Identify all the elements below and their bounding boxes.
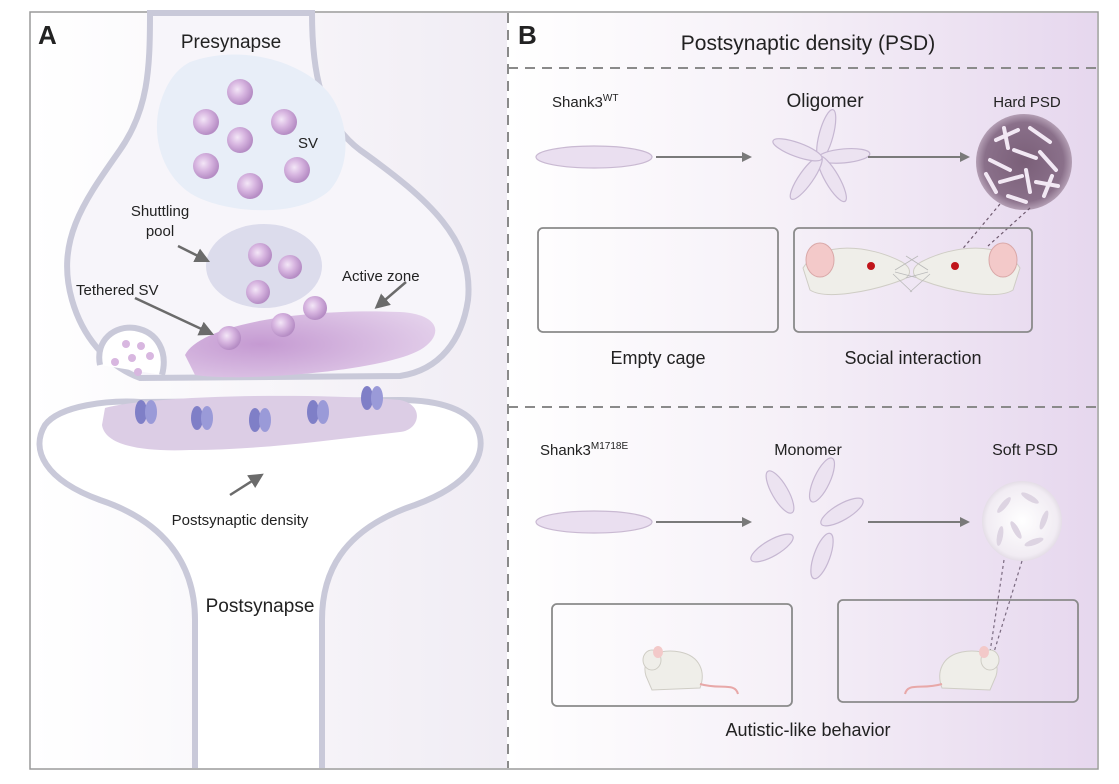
active-zone-shape xyxy=(185,311,436,378)
mouse-eye xyxy=(867,262,875,270)
panel-a: A Presynapse SV Shuttling pool Active zo… xyxy=(31,10,507,768)
vesicle xyxy=(246,280,270,304)
monomer-icon xyxy=(750,457,864,580)
oligomer-icon xyxy=(772,109,871,203)
vesicle xyxy=(193,153,219,179)
receptor-icon xyxy=(135,400,157,424)
receptor-icon xyxy=(191,406,213,430)
tethered-sv-label: Tethered SV xyxy=(76,282,159,299)
mutant-shank3-protein xyxy=(535,510,653,534)
mutant-cage-right xyxy=(837,599,1079,703)
tethered-vesicle xyxy=(217,326,241,350)
figure-frame xyxy=(29,11,1099,770)
mutant-genotype-label: Shank3M1718E xyxy=(540,441,628,459)
receptors xyxy=(135,386,383,432)
monomer-label: Monomer xyxy=(774,442,842,459)
wt-shank3-protein xyxy=(535,145,653,169)
released-neurotransmitter xyxy=(111,340,154,376)
autistic-like-behavior-label: Autistic-like behavior xyxy=(725,720,890,740)
hard-psd-label: Hard PSD xyxy=(993,94,1061,111)
tethered-sv-arrow xyxy=(134,296,215,336)
soft-psd-proteins xyxy=(996,492,1049,547)
wt-section: Shank3WT Oligomer Hard PSD xyxy=(535,91,1072,368)
psd-arrow xyxy=(229,473,264,497)
social-cage xyxy=(793,227,1033,333)
vesicle xyxy=(278,255,302,279)
vesicle xyxy=(193,109,219,135)
vesicle xyxy=(237,173,263,199)
active-zone-arrow xyxy=(374,281,407,309)
oligomer-label: Oligomer xyxy=(786,91,864,112)
panel-b-title: Postsynaptic density (PSD) xyxy=(681,32,935,55)
sv-label: SV xyxy=(298,135,318,152)
mutant-section: Shank3M1718E Monomer Soft PSD xyxy=(535,441,1079,740)
hard-psd-fibers xyxy=(984,126,1060,204)
empty-cage xyxy=(537,227,779,333)
zoom-line xyxy=(993,560,1023,653)
postsynapse-label: Postsynapse xyxy=(206,596,315,617)
vesicle xyxy=(227,127,253,153)
vesicle xyxy=(271,109,297,135)
vesicle xyxy=(284,157,310,183)
mutant-mouse-right-icon xyxy=(904,646,1000,695)
social-interaction-label: Social interaction xyxy=(844,348,981,368)
shuttling-pool-arrow xyxy=(177,244,211,263)
receptor-icon xyxy=(307,400,329,424)
mutant-cage-left xyxy=(551,603,793,707)
empty-cage-label: Empty cage xyxy=(610,348,705,368)
receptor-icon xyxy=(361,386,383,410)
shuttling-pool-label-line2: pool xyxy=(146,223,174,240)
active-zone-label: Active zone xyxy=(342,268,420,285)
soft-psd-label: Soft PSD xyxy=(992,442,1058,459)
wt-genotype-label: Shank3WT xyxy=(552,93,618,111)
vesicle xyxy=(227,79,253,105)
panel-a-letter: A xyxy=(38,20,57,50)
receptor-icon xyxy=(249,408,271,432)
tethered-vesicle xyxy=(271,313,295,337)
mouse-right-icon xyxy=(905,242,1021,296)
postsynaptic-density-label: Postsynaptic density xyxy=(172,512,309,529)
mutant-mouse-left-icon xyxy=(642,646,739,695)
mouse-eye xyxy=(951,262,959,270)
mouse-left-icon xyxy=(802,242,919,296)
panel-b: B Postsynaptic density (PSD) Shank3WT Ol… xyxy=(507,13,1097,768)
panel-b-letter: B xyxy=(518,20,537,50)
vesicle xyxy=(248,243,272,267)
shuttling-pool-label-line1: Shuttling xyxy=(131,203,189,220)
synaptic-vesicles xyxy=(193,79,310,199)
presynapse-label: Presynapse xyxy=(181,32,281,53)
tethered-vesicle xyxy=(303,296,327,320)
